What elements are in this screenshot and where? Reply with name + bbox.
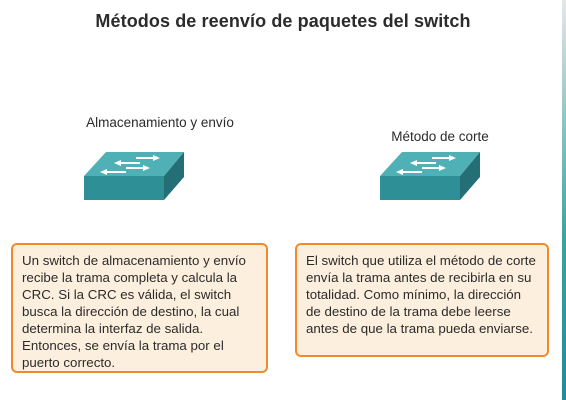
network-switch-icon <box>84 152 184 200</box>
store-and-forward-caption: Almacenamiento y envío <box>86 115 234 130</box>
right-edge-accent <box>562 0 566 400</box>
store-and-forward-description: Un switch de almacenamiento y envío reci… <box>11 243 268 373</box>
network-switch-icon <box>380 152 480 200</box>
cut-through-description: El switch que utiliza el método de corte… <box>295 243 549 357</box>
page-title: Métodos de reenvío de paquetes del switc… <box>95 11 471 31</box>
cut-through-caption: Método de corte <box>391 129 489 144</box>
